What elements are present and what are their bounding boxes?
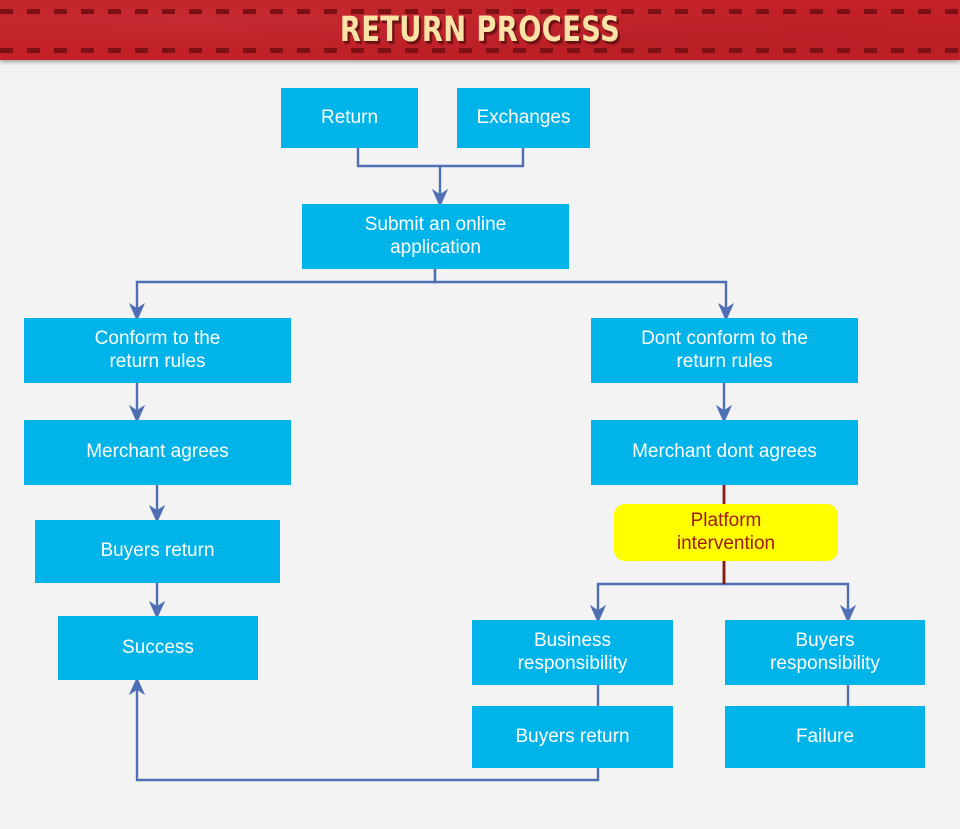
node-exchanges[interactable]: Exchanges — [457, 88, 590, 148]
node-conform-to-return-rules[interactable]: Conform to the return rules — [24, 318, 291, 383]
node-buyers-return-right[interactable]: Buyers return — [472, 706, 673, 768]
edge-submit-to-conform — [128, 269, 437, 322]
node-return[interactable]: Return — [281, 88, 418, 148]
node-merchant-agrees[interactable]: Merchant agrees — [24, 420, 291, 485]
node-submit-online-application[interactable]: Submit an online application — [302, 204, 569, 269]
node-failure[interactable]: Failure — [725, 706, 925, 768]
page-title: RETURN PROCESS — [339, 10, 621, 50]
edge-platform-to-business-resp — [589, 561, 726, 624]
edge-platform-to-buyers-resp — [722, 561, 857, 624]
node-business-responsibility[interactable]: Business responsibility — [472, 620, 673, 685]
edge-return-exchanges-merge — [356, 148, 525, 168]
node-merchant-dont-agrees[interactable]: Merchant dont agrees — [591, 420, 858, 485]
node-platform-intervention[interactable]: Platform intervention — [614, 504, 838, 561]
diagram-canvas: Return Exchanges Submit an online applic… — [0, 60, 960, 829]
node-success[interactable]: Success — [58, 616, 258, 680]
banner-dashed-line-top — [0, 9, 960, 14]
node-dont-conform-to-return-rules[interactable]: Dont conform to the return rules — [591, 318, 858, 383]
node-buyers-return-left[interactable]: Buyers return — [35, 520, 280, 583]
node-buyers-responsibility[interactable]: Buyers responsibility — [725, 620, 925, 685]
edge-submit-to-dont-conform — [433, 269, 735, 322]
banner-dashed-line-bottom — [0, 48, 960, 53]
header-banner: RETURN PROCESS — [0, 0, 960, 60]
